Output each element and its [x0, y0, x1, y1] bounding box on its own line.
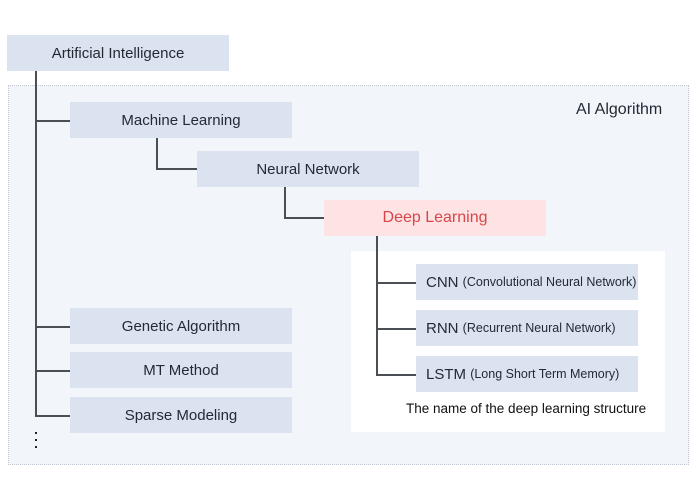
continuation-dot — [35, 446, 37, 448]
rnn-full-name: (Recurrent Neural Network) — [462, 321, 616, 335]
continuation-dot — [35, 432, 37, 434]
connector-genetic-algorithm — [35, 326, 70, 328]
connector-lstm — [376, 374, 416, 376]
connector-rnn — [376, 328, 416, 330]
cnn-abbr: CNN — [426, 273, 459, 291]
connector-nn-vertical — [156, 138, 158, 169]
node-lstm: LSTM (Long Short Term Memory) — [416, 356, 638, 392]
node-machine-learning: Machine Learning — [70, 102, 292, 138]
connector-dl-horizontal — [284, 217, 324, 219]
connector-nn-horizontal — [156, 168, 197, 170]
connector-mt-method — [35, 370, 70, 372]
ai-algorithm-label: AI Algorithm — [576, 101, 663, 118]
rnn-abbr: RNN — [426, 319, 459, 337]
node-genetic-algorithm: Genetic Algorithm — [70, 308, 292, 344]
lstm-full-name: (Long Short Term Memory) — [470, 367, 620, 381]
node-deep-learning: Deep Learning — [324, 200, 546, 236]
connector-cnn — [376, 282, 416, 284]
connector-sparse-modeling — [35, 415, 70, 417]
connector-dl-vertical — [284, 187, 286, 218]
node-rnn: RNN (Recurrent Neural Network) — [416, 310, 638, 346]
trunk-line — [35, 71, 37, 417]
node-sparse-modeling: Sparse Modeling — [70, 397, 292, 433]
node-neural-network: Neural Network — [197, 151, 419, 187]
connector-machine-learning — [35, 120, 70, 122]
node-cnn: CNN (Convolutional Neural Network) — [416, 264, 638, 300]
cnn-full-name: (Convolutional Neural Network) — [462, 275, 637, 289]
node-mt-method: MT Method — [70, 352, 292, 388]
node-artificial-intelligence: Artificial Intelligence — [7, 35, 229, 71]
lstm-abbr: LSTM — [426, 365, 467, 383]
structures-caption: The name of the deep learning structure — [406, 401, 647, 416]
continuation-dot — [35, 439, 37, 441]
connector-structures-vertical — [376, 236, 378, 375]
